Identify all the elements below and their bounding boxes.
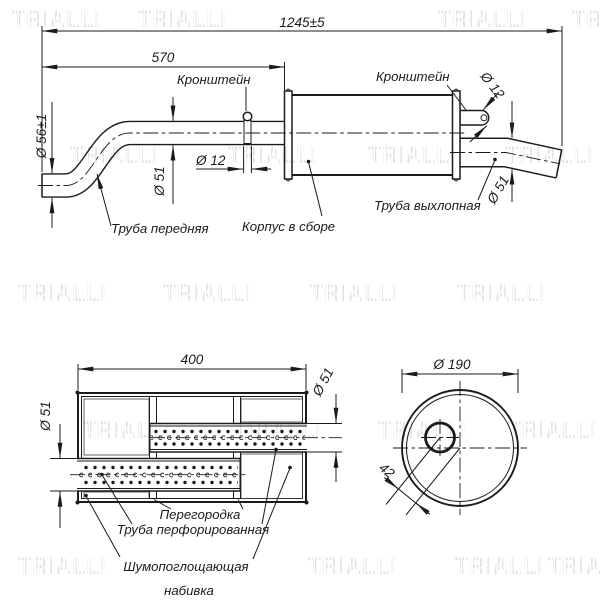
- rear-bracket-loop: [480, 114, 488, 122]
- baffle-label: Перегородка: [160, 507, 241, 522]
- body-assembly-label: Корпус в сборе: [242, 219, 335, 234]
- exhaust-pipe: [448, 137, 563, 179]
- front-bracket-pin: [242, 111, 253, 144]
- dim-pin-diameter: Ø 12: [195, 153, 226, 168]
- pin-rod: [243, 120, 252, 144]
- dim-overall-length: 1245±5: [279, 15, 325, 30]
- front-pipe-label: Труба передняя: [111, 221, 209, 236]
- rear-bracket-rod: [459, 109, 490, 126]
- dim-front-length: 570: [152, 50, 175, 65]
- dim-section-inlet-diameter: Ø 51: [38, 401, 53, 431]
- dim-section-length: 400: [181, 352, 204, 367]
- muffler-front-cap: [283, 90, 293, 180]
- dim-outlet-offset: 42: [376, 460, 398, 481]
- dim-rear-rod-diameter: Ø 12: [477, 68, 508, 102]
- centerlines: [38, 132, 561, 186]
- muffler-body: [283, 88, 461, 182]
- rear-bracket-label: Кронштейн: [376, 69, 450, 84]
- dim-front-pipe-diameter: Ø 51: [152, 166, 167, 196]
- dim-inlet-diameter: Ø 56±1: [34, 114, 49, 160]
- rear-bracket: [459, 109, 490, 126]
- main-view: 1245±5 570 Ø 56±1 Ø 51 Кронштейн Ø 12 Кр…: [34, 15, 563, 236]
- main-dimensions: 1245±5 570 Ø 56±1 Ø 51 Кронштейн Ø 12 Кр…: [34, 15, 563, 236]
- pin-ball: [242, 111, 253, 122]
- muffler-shell: [290, 94, 455, 176]
- dim-exhaust-diameter: Ø 51: [484, 173, 512, 207]
- section-view: 400 Ø 51 Ø 51 Перегородка Труба перфорир…: [38, 352, 342, 598]
- front-bracket-label: Кронштейн: [177, 72, 251, 87]
- dim-shell-diameter: Ø 190: [432, 357, 470, 372]
- front-pipe: [41, 120, 300, 198]
- dim-section-outlet-diameter: Ø 51: [309, 365, 337, 399]
- end-view: Ø 190 42: [376, 357, 527, 516]
- muffler-rear-cap: [451, 90, 461, 180]
- perforated-pipe-label: Труба перфорированная: [117, 522, 269, 537]
- padding-label-line1: Шумопоглощающая: [123, 559, 248, 574]
- padding-label-line2: набивка: [164, 583, 214, 598]
- exhaust-pipe-label: Труба выхлопная: [374, 198, 481, 213]
